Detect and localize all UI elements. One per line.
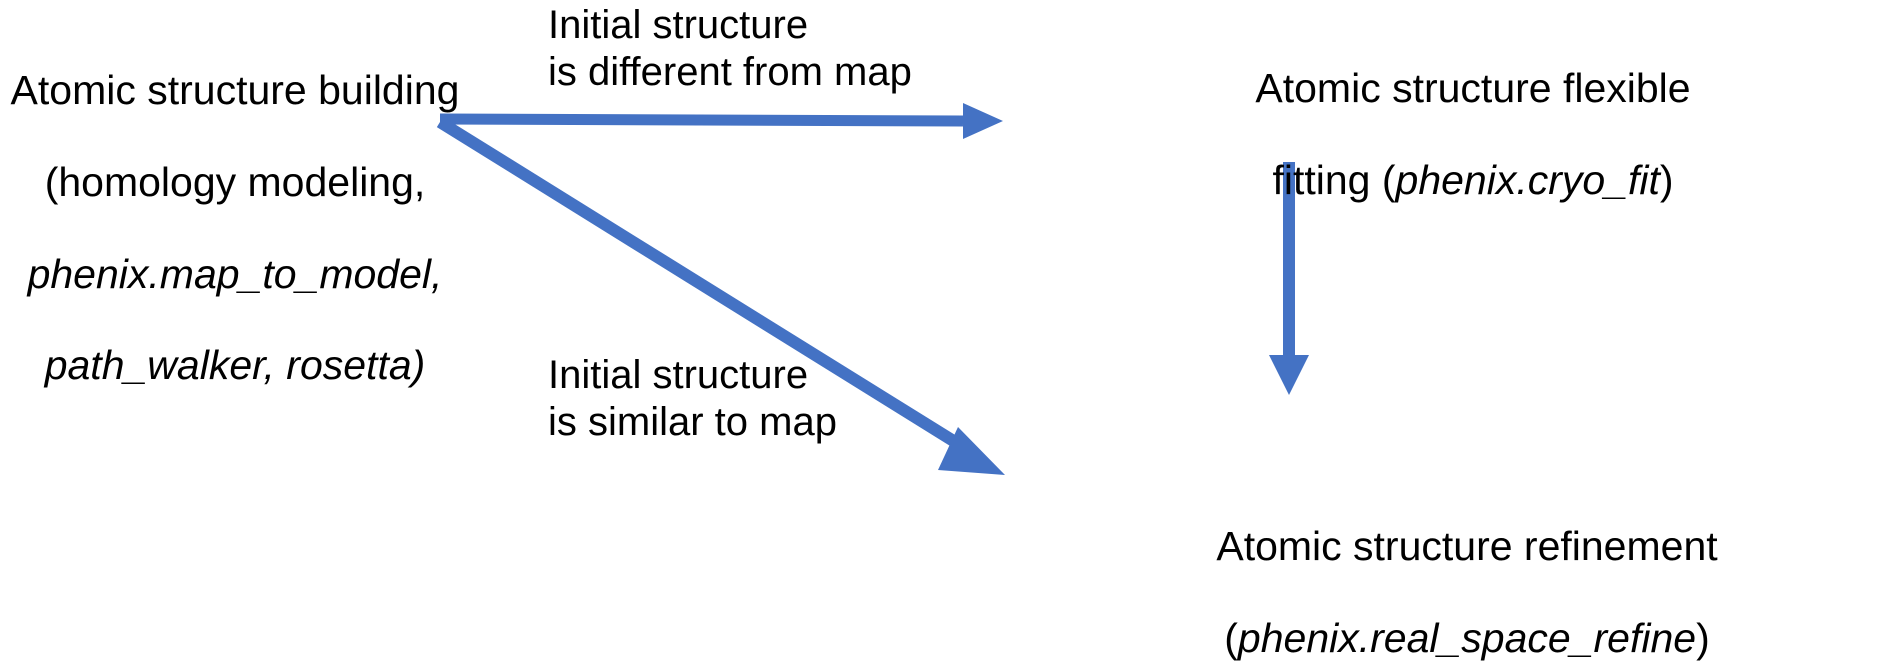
node-atomic-structure-building: Atomic structure building (homology mode… <box>0 22 470 435</box>
node-building-line1: Atomic structure building <box>10 66 460 113</box>
node-refinement-line2: (phenix.real_space_refine) <box>1050 614 1884 662</box>
node-refinement-command: phenix.real_space_refine <box>1237 614 1697 661</box>
node-flexible-fitting-line1: Atomic structure flexible <box>1255 64 1691 111</box>
node-refinement-line1: Atomic structure refinement <box>1216 522 1718 569</box>
node-building-line2: (homology modeling, <box>44 158 426 205</box>
node-refinement-suffix: ) <box>1696 614 1710 661</box>
edge-label-initial-structure-different: Initial structure is different from map <box>548 2 948 96</box>
arrow-building-to-flexible-fitting <box>439 103 1003 139</box>
node-flexible-fitting-line2: fitting (phenix.cryo_fit) <box>1078 156 1868 204</box>
node-building-line3: phenix.map_to_model, <box>27 250 443 297</box>
edge-label-different-line1: Initial structure <box>548 3 809 47</box>
edge-label-similar-line2: is similar to map <box>548 400 837 445</box>
node-flexible-fitting-suffix: ) <box>1659 156 1674 203</box>
node-atomic-structure-refinement: Atomic structure refinement (phenix.real… <box>1050 478 1884 662</box>
node-atomic-structure-flexible-fitting: Atomic structure flexible fitting (pheni… <box>1078 20 1868 250</box>
edge-label-initial-structure-similar: Initial structure is similar to map <box>548 352 948 446</box>
edge-label-different-line2: is different from map <box>548 50 912 95</box>
node-refinement-prefix: ( <box>1224 614 1238 661</box>
edge-label-similar-line1: Initial structure <box>548 353 809 397</box>
node-flexible-fitting-command: phenix.cryo_fit <box>1395 156 1660 203</box>
node-building-line4: path_walker, rosetta) <box>0 342 470 389</box>
node-building-line4-italic: path_walker, rosetta) <box>44 342 426 389</box>
node-flexible-fitting-prefix: fitting ( <box>1272 156 1396 203</box>
